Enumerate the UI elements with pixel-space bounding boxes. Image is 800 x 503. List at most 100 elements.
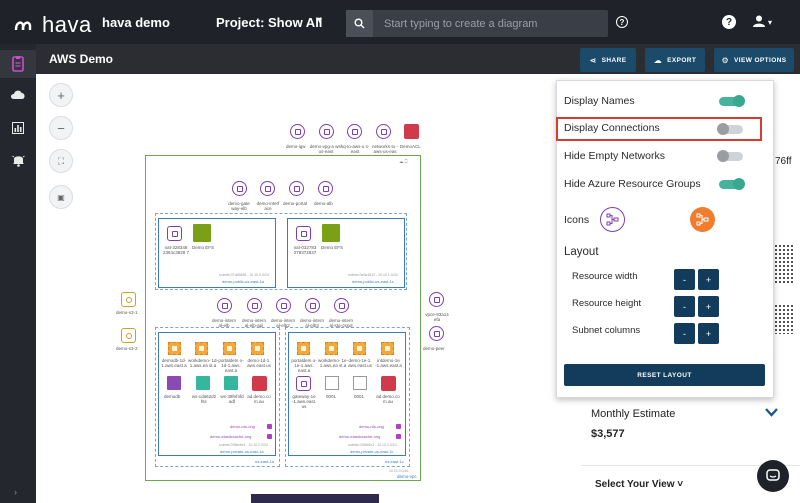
workspace-icon[interactable] bbox=[196, 376, 210, 390]
subnet-name: demo-public-us-east-1a bbox=[222, 279, 265, 284]
gateway-icon[interactable] bbox=[296, 376, 311, 391]
subnet-private-1a[interactable] bbox=[158, 332, 276, 456]
search-input[interactable] bbox=[384, 10, 604, 37]
display-names-toggle[interactable] bbox=[719, 95, 745, 107]
subnet-public-1a[interactable] bbox=[158, 218, 276, 288]
select-view-button[interactable]: Select Your View ˅ bbox=[595, 479, 684, 490]
resource-height-decrease[interactable]: - bbox=[674, 296, 695, 317]
vpc-tools-icon[interactable]: ☁ ⎕ bbox=[399, 159, 408, 164]
igw-icon[interactable] bbox=[290, 124, 305, 139]
vpc-label: demo-interf ace bbox=[256, 201, 280, 212]
internal-elb-icon[interactable] bbox=[217, 298, 232, 313]
project-selector[interactable]: Project: Show All bbox=[216, 15, 323, 30]
subnet-meta: subnet-0f36e6c3 - 10.10.3.0/24 bbox=[348, 443, 397, 447]
rds-group-icon[interactable] bbox=[267, 424, 272, 429]
user-caret-icon[interactable]: ▾ bbox=[768, 18, 773, 27]
vpc-box[interactable] bbox=[145, 155, 421, 481]
resource-label: 0001 bbox=[354, 394, 365, 399]
subnet-columns-increase[interactable]: + bbox=[698, 323, 719, 344]
efs-icon[interactable] bbox=[322, 224, 340, 242]
portal-icon[interactable] bbox=[289, 181, 304, 196]
storage-icon[interactable] bbox=[325, 376, 339, 390]
storage-icon[interactable] bbox=[353, 376, 367, 390]
reset-layout-button[interactable]: RESET LAYOUT bbox=[564, 364, 765, 386]
view-options-button[interactable]: ⚙VIEW OPTIONS bbox=[714, 48, 794, 72]
elb-icon[interactable] bbox=[232, 181, 247, 196]
ec2-instance-icon[interactable] bbox=[381, 342, 394, 355]
directory-icon[interactable] bbox=[252, 376, 267, 391]
hava-logo[interactable]: hava bbox=[14, 12, 92, 38]
ec2-instance-icon[interactable] bbox=[325, 342, 338, 355]
caret-down-icon[interactable]: ▾ bbox=[317, 15, 323, 26]
ec2-instance-icon[interactable] bbox=[168, 342, 181, 355]
directory-icon[interactable] bbox=[381, 376, 396, 391]
ec2-instance-icon[interactable] bbox=[353, 342, 366, 355]
expand-estimate-icon[interactable] bbox=[765, 404, 778, 422]
user-icon[interactable] bbox=[752, 14, 766, 33]
expand-rail-icon[interactable]: › bbox=[14, 487, 17, 497]
fit-icon: ⛶ bbox=[57, 155, 65, 166]
zoom-out-button[interactable]: − bbox=[49, 116, 73, 140]
rds-group-icon[interactable] bbox=[396, 424, 401, 429]
efs-icon[interactable] bbox=[193, 224, 211, 242]
rail-alerts[interactable] bbox=[0, 146, 36, 174]
diagram-canvas[interactable]: + − ⛶ ▣ demo-igw demo-vpg-a ws-us-east h… bbox=[36, 74, 581, 503]
resource-height-label: Resource height bbox=[572, 298, 642, 309]
internal-elb-icon[interactable] bbox=[276, 298, 291, 313]
peer-icon[interactable] bbox=[429, 326, 444, 341]
dot-pattern bbox=[774, 304, 794, 334]
vpc-label: demo-portal bbox=[283, 201, 308, 206]
internal-elb-icon[interactable] bbox=[247, 298, 262, 313]
page-title: AWS Demo bbox=[49, 52, 114, 66]
vpc-endpoint-icon[interactable] bbox=[429, 292, 444, 307]
internal-elb-icon[interactable] bbox=[334, 298, 349, 313]
hide-empty-networks-toggle[interactable] bbox=[717, 150, 743, 162]
bottom-panel-tab[interactable] bbox=[251, 494, 379, 503]
icon-style-filled[interactable] bbox=[690, 207, 715, 232]
fit-view-button[interactable]: ⛶ bbox=[49, 149, 73, 173]
subnet-private-1c[interactable] bbox=[288, 332, 406, 456]
internal-elb-icon[interactable] bbox=[305, 298, 320, 313]
resource-height-increase[interactable]: + bbox=[698, 296, 719, 317]
search-button[interactable] bbox=[346, 10, 373, 37]
subnet-public-1c[interactable] bbox=[287, 218, 405, 288]
nat-gateway-icon[interactable] bbox=[167, 226, 182, 241]
resource-label: 0001 bbox=[326, 394, 337, 399]
icon-style-outline[interactable] bbox=[600, 207, 625, 232]
rail-diagrams[interactable] bbox=[0, 50, 36, 78]
nat-gateway-icon[interactable] bbox=[296, 226, 311, 241]
subnet-columns-decrease[interactable]: - bbox=[674, 323, 695, 344]
resource-width-increase[interactable]: + bbox=[698, 269, 719, 290]
chat-button[interactable] bbox=[757, 460, 789, 492]
search-help-icon[interactable]: ? bbox=[616, 16, 628, 28]
ec2-instance-icon[interactable] bbox=[297, 342, 310, 355]
vpg-icon[interactable] bbox=[319, 124, 334, 139]
acl-icon[interactable] bbox=[404, 124, 419, 139]
s3-bucket-icon[interactable] bbox=[121, 328, 136, 343]
vpn-icon[interactable] bbox=[347, 124, 362, 139]
zoom-in-button[interactable]: + bbox=[49, 83, 73, 107]
hide-azure-groups-toggle[interactable] bbox=[719, 178, 745, 190]
cache-group-icon[interactable] bbox=[396, 434, 401, 439]
rail-cloud[interactable] bbox=[0, 80, 36, 108]
resource-width-decrease[interactable]: - bbox=[674, 269, 695, 290]
ec2-instance-icon[interactable] bbox=[251, 342, 264, 355]
instance-label: intdemo-1e -1.aws.east.a bbox=[375, 358, 402, 369]
vpn-network-icon[interactable] bbox=[376, 124, 391, 139]
workspace-icon[interactable] bbox=[224, 376, 238, 390]
help-icon[interactable]: ? bbox=[722, 15, 736, 29]
ec2-instance-icon[interactable] bbox=[223, 342, 236, 355]
s3-bucket-icon[interactable] bbox=[121, 292, 136, 307]
center-view-button[interactable]: ▣ bbox=[49, 185, 73, 209]
interface-icon[interactable] bbox=[260, 181, 275, 196]
workspace-name[interactable]: hava demo bbox=[102, 15, 170, 30]
alb-icon[interactable] bbox=[318, 181, 333, 196]
ec2-instance-icon[interactable] bbox=[195, 342, 208, 355]
private-az-group-1a bbox=[155, 327, 280, 467]
rail-reports[interactable] bbox=[0, 114, 36, 142]
share-button[interactable]: ⋖SHARE bbox=[580, 48, 636, 72]
export-button[interactable]: ☁EXPORT bbox=[645, 48, 705, 72]
display-connections-toggle[interactable] bbox=[717, 123, 743, 135]
rds-icon[interactable] bbox=[167, 376, 181, 390]
cache-group-icon[interactable] bbox=[267, 434, 272, 439]
